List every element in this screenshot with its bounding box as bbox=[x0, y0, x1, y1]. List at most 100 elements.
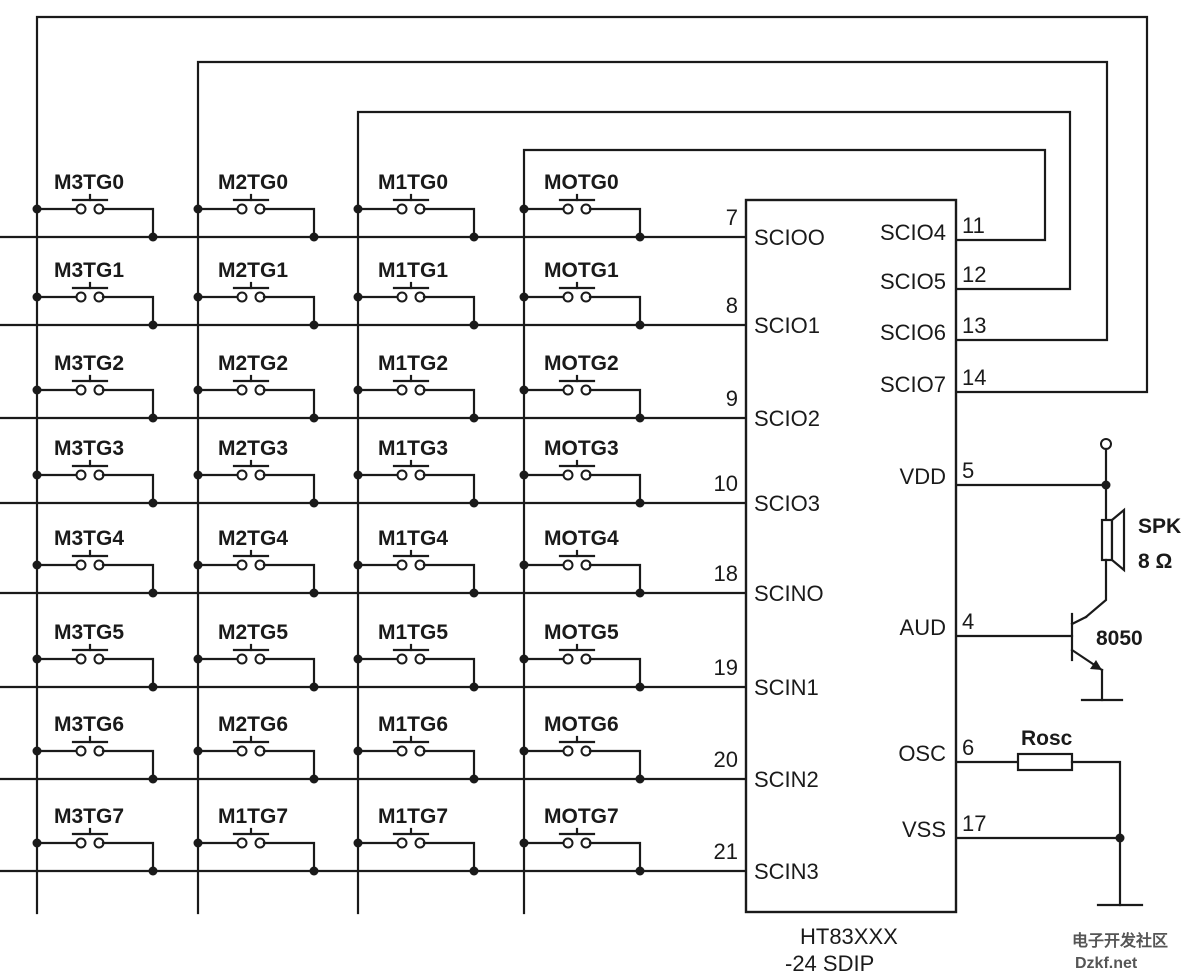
pin-number: 21 bbox=[714, 839, 738, 864]
pin-number: 11 bbox=[962, 213, 985, 238]
switch-contact-icon bbox=[562, 469, 574, 481]
switch-contact-icon bbox=[396, 837, 408, 849]
switch-contact-icon bbox=[75, 469, 87, 481]
chip-body bbox=[744, 198, 958, 914]
switch-label: M3TG6 bbox=[54, 713, 124, 736]
junction-dot bbox=[635, 232, 645, 242]
junction-dot bbox=[635, 866, 645, 876]
pushbutton-switch: MOTG7 bbox=[519, 805, 645, 876]
pushbutton-switch: M3TG0 bbox=[32, 171, 158, 242]
switch-label: M3TG4 bbox=[54, 527, 124, 550]
junction-dot bbox=[469, 682, 479, 692]
switch-label: M3TG2 bbox=[54, 352, 124, 375]
pin-name: SCIN3 bbox=[754, 859, 819, 884]
switch-contact-icon bbox=[562, 653, 574, 665]
switch-contact-icon bbox=[562, 384, 574, 396]
junction-dot bbox=[32, 204, 42, 214]
junction-dot bbox=[635, 498, 645, 508]
pushbutton-switch: M1TG2 bbox=[353, 352, 479, 423]
pushbutton-switch: MOTG4 bbox=[519, 527, 645, 598]
switch-label: M2TG3 bbox=[218, 437, 288, 460]
junction-dot bbox=[32, 654, 42, 664]
pin-name: SCIN2 bbox=[754, 767, 819, 792]
junction-dot bbox=[193, 292, 203, 302]
switch-label: M1TG1 bbox=[378, 259, 448, 282]
junction-dot bbox=[309, 413, 319, 423]
junction-dot bbox=[353, 385, 363, 395]
wire-scio4-col3 bbox=[522, 148, 1047, 915]
junction-dot bbox=[353, 560, 363, 570]
pushbutton-switch: M1TG5 bbox=[353, 621, 479, 692]
junction-dot bbox=[193, 654, 203, 664]
junction-dot bbox=[1115, 833, 1125, 843]
junction-dot bbox=[148, 588, 158, 598]
switch-label: MOTG5 bbox=[544, 621, 619, 644]
switch-contact-icon bbox=[236, 745, 248, 757]
junction-dot bbox=[469, 774, 479, 784]
column-feedback-wires bbox=[35, 15, 1149, 915]
pushbutton-switch: M1TG3 bbox=[353, 437, 479, 508]
switch-contact-icon bbox=[236, 203, 248, 215]
switch-label: M3TG7 bbox=[54, 805, 124, 828]
pin-name: SCIO3 bbox=[754, 491, 820, 516]
pushbutton-switch: M3TG5 bbox=[32, 621, 158, 692]
pushbutton-switch: M2TG2 bbox=[193, 352, 319, 423]
vdd-terminal-icon bbox=[1100, 438, 1112, 450]
junction-dot bbox=[519, 292, 529, 302]
junction-dot bbox=[519, 470, 529, 480]
pin-number: 6 bbox=[962, 735, 974, 760]
junction-dot bbox=[309, 498, 319, 508]
junction-dot bbox=[353, 470, 363, 480]
switch-label: MOTG1 bbox=[544, 259, 619, 282]
switch-contact-icon bbox=[236, 384, 248, 396]
switch-label: M3TG5 bbox=[54, 621, 124, 644]
pushbutton-switch: M1TG4 bbox=[353, 527, 479, 598]
resistor-icon bbox=[1016, 752, 1074, 772]
junction-dot bbox=[32, 385, 42, 395]
pin-name: SCIO7 bbox=[880, 372, 946, 397]
junction-dot bbox=[519, 204, 529, 214]
switch-label: M2TG0 bbox=[218, 171, 288, 194]
junction-dot bbox=[353, 654, 363, 664]
switch-contact-icon bbox=[236, 837, 248, 849]
row-wires bbox=[0, 235, 748, 873]
pin-number: 13 bbox=[962, 313, 986, 338]
junction-dot bbox=[353, 292, 363, 302]
pin-number: 8 bbox=[726, 293, 738, 318]
switch-label: M2TG1 bbox=[218, 259, 288, 282]
junction-dot bbox=[193, 385, 203, 395]
speaker-value: 8 Ω bbox=[1138, 550, 1172, 573]
pushbutton-switch: M2TG3 bbox=[193, 437, 319, 508]
pushbutton-switch: M3TG1 bbox=[32, 259, 158, 330]
junction-dot bbox=[519, 838, 529, 848]
junction-dot bbox=[193, 746, 203, 756]
pushbutton-switch: M2TG1 bbox=[193, 259, 319, 330]
transistor-label: 8050 bbox=[1096, 627, 1143, 650]
pin-name: AUD bbox=[900, 615, 946, 640]
speaker-label: SPK bbox=[1138, 515, 1181, 538]
switch-label: M2TG2 bbox=[218, 352, 288, 375]
switch-contact-icon bbox=[562, 837, 574, 849]
junction-dot bbox=[635, 774, 645, 784]
pushbutton-switch: MOTG0 bbox=[519, 171, 645, 242]
switch-contact-icon bbox=[562, 745, 574, 757]
oscillator-circuit: Rosc bbox=[955, 727, 1144, 907]
wire-scio6-col1 bbox=[196, 60, 1109, 915]
transistor-icon bbox=[1070, 612, 1104, 672]
junction-dot bbox=[148, 866, 158, 876]
junction-dot bbox=[469, 588, 479, 598]
watermark-line1: 电子开发社区 bbox=[1072, 931, 1168, 950]
junction-dot bbox=[469, 866, 479, 876]
switch-contact-icon bbox=[236, 469, 248, 481]
switch-label: MOTG3 bbox=[544, 437, 619, 460]
pin-number: 14 bbox=[962, 365, 986, 390]
junction-dot bbox=[32, 292, 42, 302]
pin-name: SCIO1 bbox=[754, 313, 820, 338]
pushbutton-switch: M3TG3 bbox=[32, 437, 158, 508]
junction-dot bbox=[519, 385, 529, 395]
chip-pins: 7SCIOO8SCIO19SCIO210SCIO318SCINO19SCIN12… bbox=[714, 205, 987, 884]
pin-name: SCIN1 bbox=[754, 675, 819, 700]
switch-label: MOTG6 bbox=[544, 713, 619, 736]
switch-contact-icon bbox=[396, 559, 408, 571]
